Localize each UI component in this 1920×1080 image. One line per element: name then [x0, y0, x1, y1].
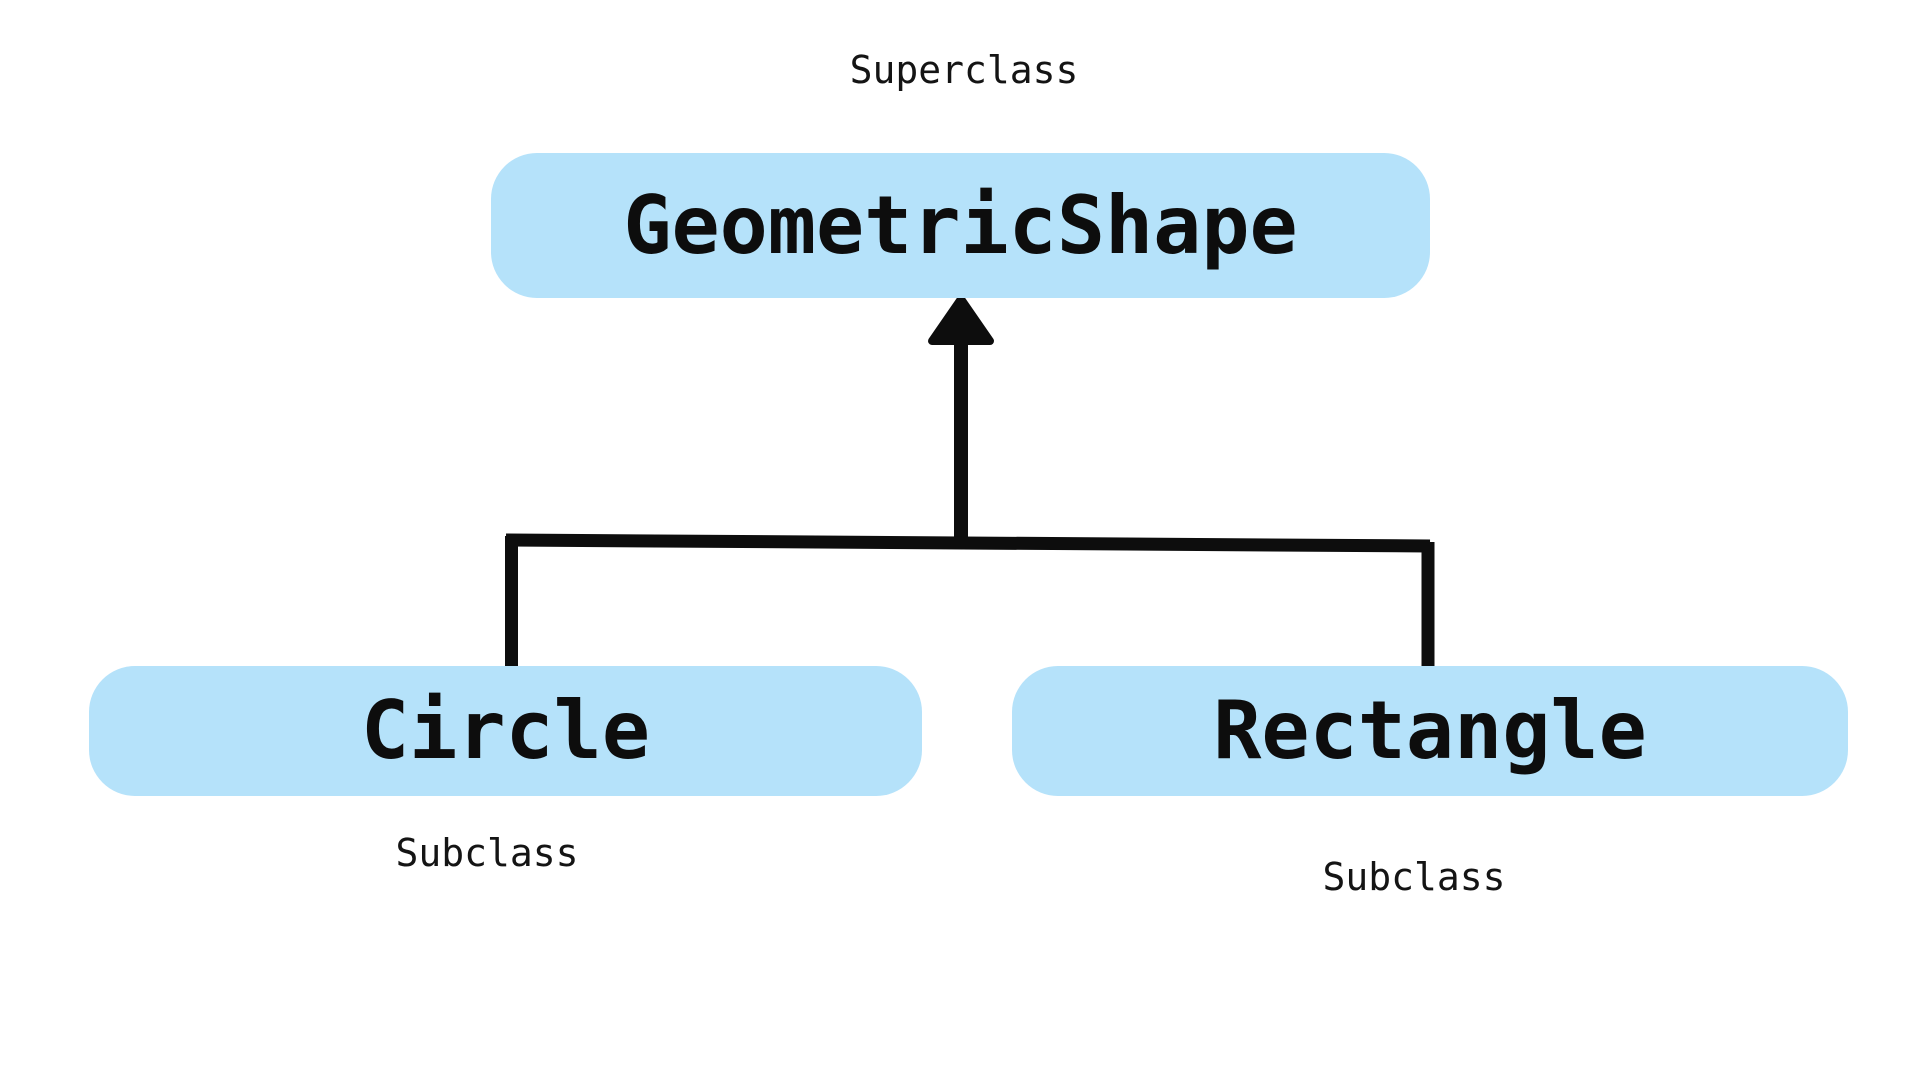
node-geometricshape: GeometricShape: [491, 153, 1430, 298]
subclass-annotation-right: Subclass: [1322, 855, 1506, 899]
superclass-annotation: Superclass: [849, 48, 1079, 92]
node-circle: Circle: [89, 666, 922, 796]
connector-rail-line: [505, 533, 1431, 553]
subclass-annotation-left: Subclass: [395, 831, 579, 875]
node-rectangle: Rectangle: [1012, 666, 1848, 796]
inheritance-arrowhead-icon: [928, 295, 994, 345]
node-circle-label: Circle: [361, 684, 650, 777]
node-geometricshape-label: GeometricShape: [623, 178, 1298, 272]
node-rectangle-label: Rectangle: [1213, 684, 1647, 777]
